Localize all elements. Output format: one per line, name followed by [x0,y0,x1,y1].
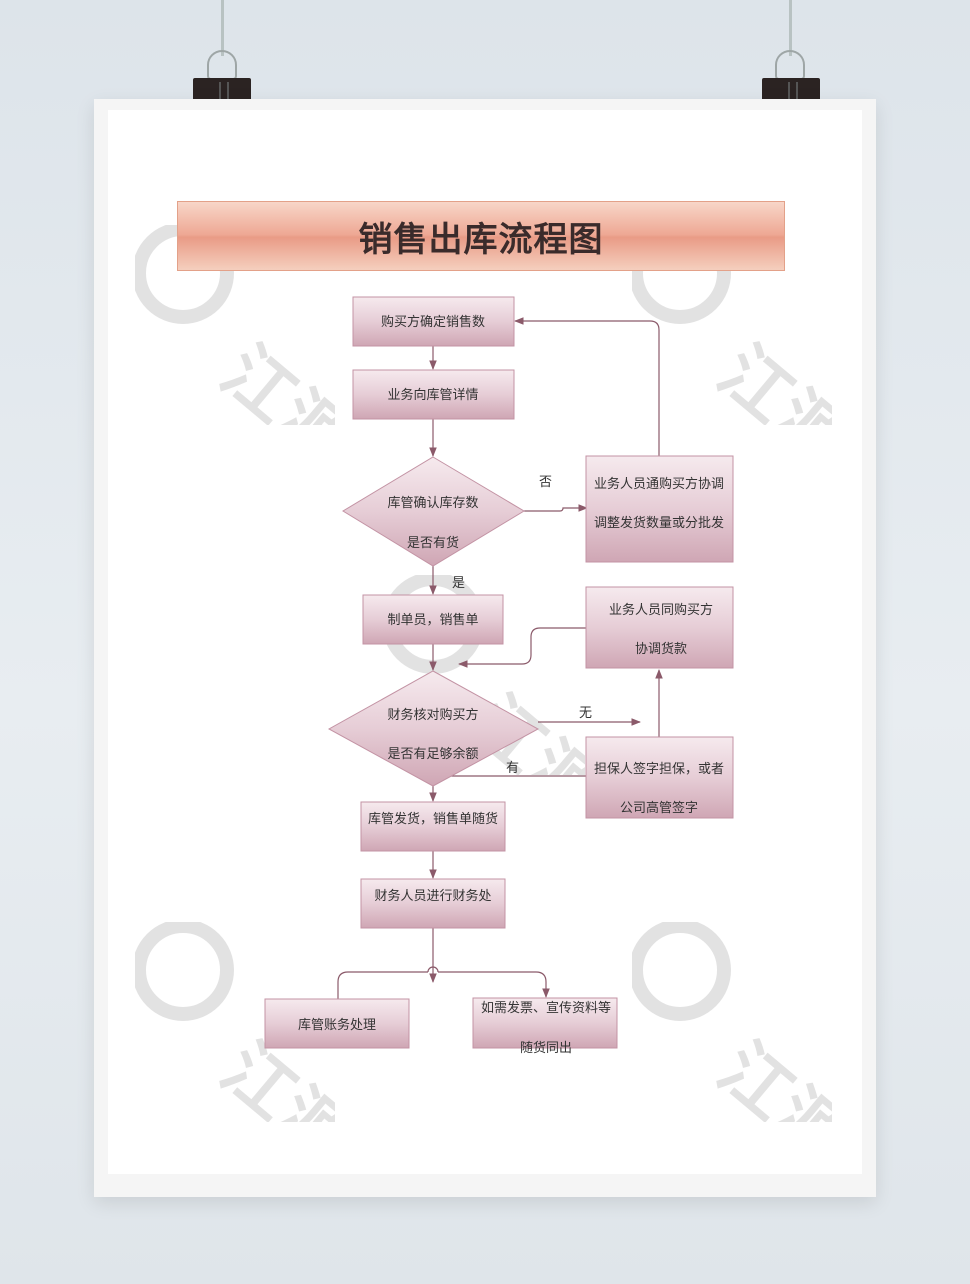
edge-split-n7 [438,971,550,998]
page-title: 销售出库流程图 [358,219,604,260]
edge-label-none: 无 [579,706,592,721]
node-warehouse-accounting-label: 库管账务处理 [298,1017,376,1033]
edge-split-n6 [337,971,428,999]
node-negotiate-payment-line2: 协调货款 [635,641,687,657]
hanger-wire-left [221,0,224,56]
edge-d1-r1 [524,504,588,512]
decision-stock-check-line1: 库管确认库存数 [387,495,478,511]
node-finance-process [360,878,506,929]
edge-label-has: 有 [506,761,519,776]
decision-balance-check [327,670,540,787]
node-sales-to-warehouse-label: 业务向库管详情 [387,387,478,403]
edge-jump-arc [427,966,439,973]
node-adjust-shipment-line2: 调整发货数量或分批发 [594,515,724,531]
node-adjust-shipment [585,455,734,563]
node-finance-process-label: 财务人员进行财务处 [374,888,491,904]
node-negotiate-payment [585,586,734,669]
node-buyer-confirm [352,296,515,347]
decision-balance-check-line2: 是否有足够余额 [387,746,478,762]
node-create-order [362,594,504,645]
node-warehouse-accounting [264,998,410,1049]
node-buyer-confirm-label: 购买方确定销售数 [381,314,485,330]
node-negotiate-payment-line1: 业务人员同购买方 [609,602,713,618]
decision-balance-check-line1: 财务核对购买方 [387,707,478,723]
node-create-order-label: 制单员，销售单 [387,612,478,628]
edge-label-yes: 是 [452,576,465,591]
edge-r2-merge [458,627,586,668]
node-ship-goods [360,801,506,852]
node-invoice-materials-line1: 如需发票、宣传资料等 [481,1000,611,1016]
title-banner: 销售出库流程图 [177,201,785,271]
node-invoice-materials-line2: 随货同出 [520,1040,572,1056]
node-invoice-materials [472,997,618,1049]
node-adjust-shipment-line1: 业务人员通购买方协调 [594,476,724,492]
edge-label-no: 否 [539,475,552,490]
edge-r1-n1 [514,317,660,456]
node-guarantee-line2: 公司高管签字 [620,800,698,816]
hanger-wire-right [789,0,792,56]
decision-stock-check [342,456,525,567]
watermark-logo-bottom-right: 江源 [632,922,832,1122]
decision-stock-check-line2: 是否有货 [407,535,459,551]
node-guarantee-line1: 担保人签字担保，或者 [594,761,724,777]
node-sales-to-warehouse [352,369,515,420]
node-ship-goods-label: 库管发货，销售单随货 [368,811,498,827]
node-guarantee [585,736,734,819]
